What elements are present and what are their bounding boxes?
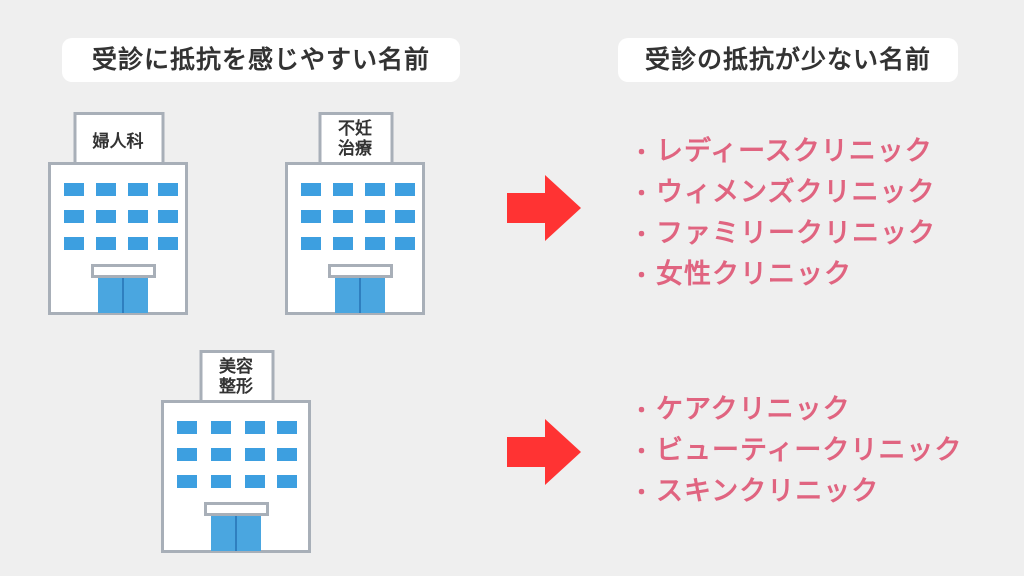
clinic-list-bottom: ・ケアクリニック ・ビューティークリニック ・スキンクリニック [628,389,962,512]
arrow-right-icon [507,419,581,485]
list-item: ・ビューティークリニック [630,435,963,466]
header-hard-to-visit-names: 受診に抵抗を感じやすい名前 [62,38,460,82]
building-icon [285,112,425,315]
list-item: ・スキンクリニック [630,476,880,507]
list-item: ・レディースクリニック [630,136,933,167]
sign-label-line-1: 不妊 [338,119,372,139]
sign-label-line-2: 治療 [338,139,372,159]
list-item: ・女性クリニック [630,259,852,290]
clinic-list-top: ・レディースクリニック ・ウィメンズクリニック ・ファミリークリニック ・女性ク… [628,131,936,295]
header-easy-to-visit-names: 受診の抵抗が少ない名前 [618,38,958,82]
building-icon [161,350,311,553]
sign-label-line-2: 整形 [219,377,253,397]
building-fertility: 不妊 治療 [285,112,425,315]
building-cosmetic: 美容 整形 [161,350,311,553]
list-item: ・ケアクリニック [630,394,851,425]
arrow-right-icon [507,175,581,241]
list-item: ・ウィメンズクリニック [630,177,936,208]
list-item: ・ファミリークリニック [630,218,936,249]
sign-label: 婦人科 [92,132,144,152]
sign-label-line-1: 美容 [219,357,253,377]
building-icon [48,112,188,315]
building-obgyn: 婦人科 [48,112,188,315]
